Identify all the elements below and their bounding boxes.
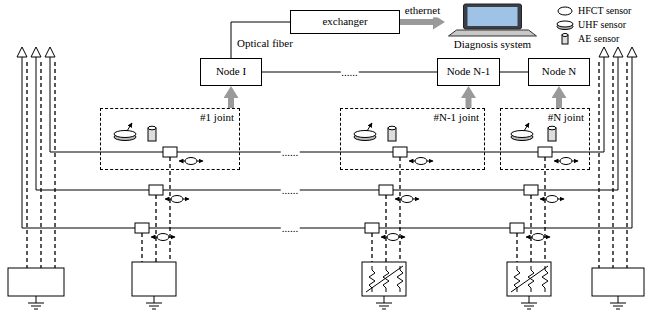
node-label: Node N xyxy=(542,65,577,78)
node-label: Node N-1 xyxy=(447,65,491,78)
sheath-line xyxy=(626,62,627,268)
connector-label: Optical fiber xyxy=(236,37,294,50)
box-label: exchanger xyxy=(322,15,367,28)
legend-item: HFCT sensor xyxy=(556,4,631,17)
ae-sensor xyxy=(148,126,156,141)
legend-item: UHF sensor xyxy=(556,18,626,31)
ae-sensor xyxy=(388,126,396,141)
ellipsis-label: ...... xyxy=(281,146,300,159)
joint-region: #N joint xyxy=(500,108,590,170)
laptop-icon xyxy=(445,2,540,38)
cable-termination xyxy=(599,47,609,57)
ellipsis-label: ...... xyxy=(281,184,300,197)
data-arrow xyxy=(228,98,234,108)
ground-box xyxy=(8,268,64,296)
node-label: Node I xyxy=(216,65,246,78)
sheath-line xyxy=(598,62,599,268)
cable-termination xyxy=(627,47,637,57)
legend-swatch xyxy=(556,5,574,17)
uhf-sensor xyxy=(511,123,533,141)
connector-label: ethernet xyxy=(404,4,441,17)
joint-label: #N joint xyxy=(548,111,584,124)
node-box: Node N xyxy=(528,58,590,86)
joint-group xyxy=(507,147,578,309)
sheath-line xyxy=(612,62,613,268)
joint-region: #1 joint xyxy=(100,108,240,170)
cable-phase xyxy=(22,57,632,228)
sheath-line xyxy=(26,62,27,268)
cable-termination xyxy=(17,47,27,57)
cable-termination xyxy=(613,47,623,57)
data-arrow xyxy=(556,98,562,108)
joint-group xyxy=(132,147,203,309)
node-link xyxy=(500,72,528,73)
laptop-base xyxy=(449,30,537,36)
cable-phase xyxy=(36,57,618,190)
ellipsis-label: ...... xyxy=(281,222,300,235)
cable-termination xyxy=(31,47,41,57)
ground-symbol xyxy=(31,306,41,307)
computer-label: Diagnosis system xyxy=(454,38,531,51)
diagnosis-computer: Diagnosis system xyxy=(445,2,540,54)
node-box: Node I xyxy=(200,58,262,86)
ground-symbol xyxy=(36,296,37,303)
ground-symbol xyxy=(28,303,44,304)
joint-label: #1 joint xyxy=(200,111,234,124)
ground-symbol xyxy=(610,303,626,304)
ground-symbol xyxy=(616,309,620,310)
cross-bond-box xyxy=(366,266,403,292)
joint-label: #N-1 joint xyxy=(433,111,479,124)
node-box: Node N-1 xyxy=(437,58,500,86)
laptop-display xyxy=(468,7,518,26)
uhf-sensor xyxy=(354,123,376,141)
legend-swatch xyxy=(556,19,574,31)
joint-group xyxy=(362,147,433,309)
ground-symbol xyxy=(618,296,619,303)
legend-swatch xyxy=(556,33,574,45)
ae-sensor xyxy=(548,126,556,141)
ground-symbol xyxy=(34,309,38,310)
sheath-line xyxy=(54,62,55,268)
cable-termination xyxy=(45,47,55,57)
joint-region: #N-1 joint xyxy=(340,108,485,170)
switch-box: exchanger xyxy=(290,10,400,34)
connector-label: ...... xyxy=(340,66,359,79)
legend-label: AE sensor xyxy=(578,33,619,44)
legend-item: AE sensor xyxy=(556,32,619,45)
ground-box xyxy=(592,268,644,296)
cross-bond-box xyxy=(511,266,548,292)
ethernet-arrow xyxy=(400,19,433,25)
ground-symbol xyxy=(613,306,623,307)
uhf-sensor xyxy=(114,123,136,141)
legend-label: UHF sensor xyxy=(578,19,626,30)
cable-phase xyxy=(50,57,604,152)
legend-label: HFCT sensor xyxy=(578,5,631,16)
data-arrow xyxy=(466,98,472,108)
sheath-line xyxy=(40,62,41,268)
laptop-screen xyxy=(464,4,522,29)
